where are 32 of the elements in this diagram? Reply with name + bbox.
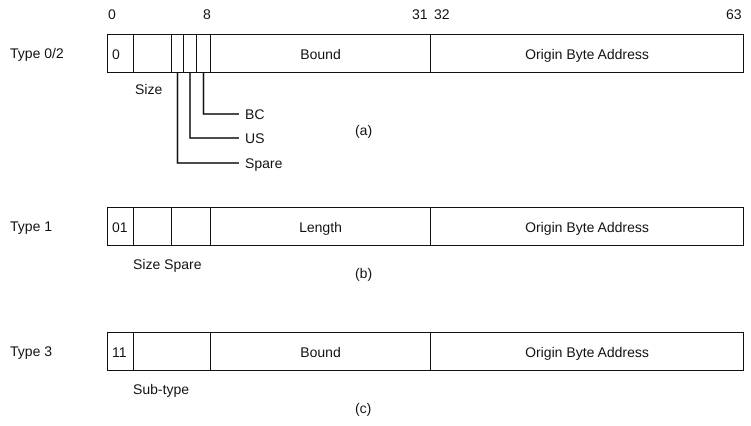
figure-label: (a) bbox=[355, 122, 372, 138]
field-name: US bbox=[245, 130, 264, 146]
bit-number: 31 bbox=[412, 6, 428, 22]
field-name: Size Spare bbox=[133, 256, 202, 272]
field: Bound bbox=[210, 332, 431, 371]
field-name: BC bbox=[245, 106, 264, 122]
bit-number: 63 bbox=[726, 6, 742, 22]
field-name: Sub-type bbox=[133, 381, 190, 397]
figure-label: (c) bbox=[355, 400, 372, 416]
field: Origin Byte Address bbox=[430, 207, 744, 246]
empty-field bbox=[171, 34, 184, 73]
field: Origin Byte Address bbox=[430, 332, 744, 371]
bit-number: 8 bbox=[203, 6, 211, 22]
bit-number: 32 bbox=[434, 6, 450, 22]
empty-field bbox=[183, 34, 197, 73]
field: Origin Byte Address bbox=[430, 34, 744, 73]
type-code-field: 01 bbox=[107, 207, 134, 246]
empty-field bbox=[196, 34, 211, 73]
leader-line bbox=[189, 73, 239, 139]
row-label: Type 3 bbox=[10, 343, 52, 359]
leader-line bbox=[202, 73, 239, 115]
row-label: Type 0/2 bbox=[10, 45, 64, 61]
field: Bound bbox=[210, 34, 431, 73]
type-code-field: 0 bbox=[107, 34, 134, 73]
leader-line bbox=[176, 73, 239, 164]
figure-label: (b) bbox=[355, 265, 372, 281]
type-code-field: 11 bbox=[107, 332, 134, 371]
row-label: Type 1 bbox=[10, 218, 52, 234]
bit-number: 0 bbox=[108, 6, 116, 22]
field: Length bbox=[210, 207, 431, 246]
field-name: Size bbox=[135, 81, 162, 97]
field-name: Spare bbox=[245, 155, 282, 171]
